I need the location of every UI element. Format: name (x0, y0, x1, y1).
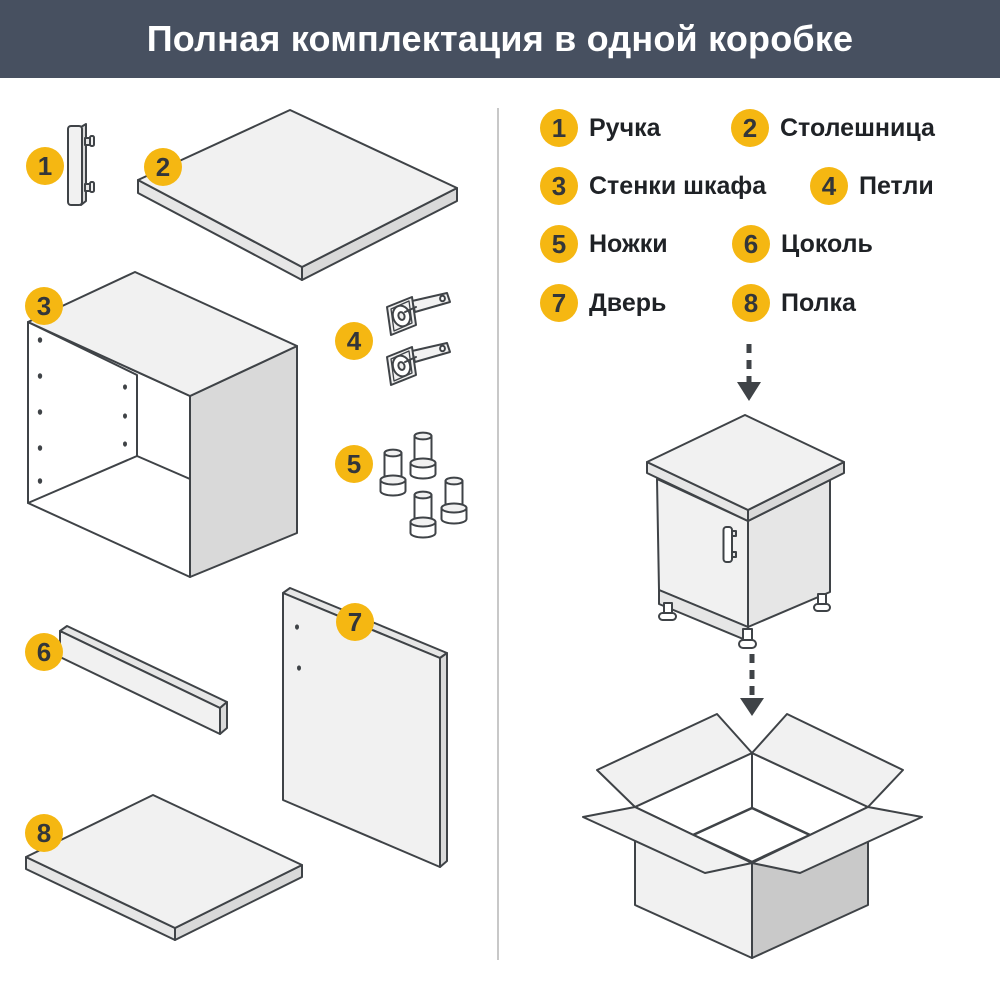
part-badge-5: 5 (335, 445, 373, 483)
legend-item-cabinet-walls: 3 Стенки шкафа (540, 167, 766, 205)
legend-label-plinth: Цоколь (781, 229, 873, 258)
legend-badge-3: 3 (540, 167, 578, 205)
legend-badge-7: 7 (540, 284, 578, 322)
legend-label-cabinet-walls: Стенки шкафа (589, 171, 767, 200)
legend-label-legs: Ножки (589, 229, 668, 258)
legend-item-shelf: 8 Полка (732, 284, 856, 322)
legend-item-countertop: 2 Столешница (731, 109, 935, 147)
legend-badge-5: 5 (540, 225, 578, 263)
legend-label-handle: Ручка (589, 113, 661, 142)
part-badge-4: 4 (335, 322, 373, 360)
assembled-cabinet-drawing (646, 414, 845, 649)
legend-badge-6: 6 (732, 225, 770, 263)
part-badge-7: 7 (336, 603, 374, 641)
legend-item-handle: 1 Ручка (540, 109, 661, 147)
part-door-drawing (282, 587, 448, 868)
legend-item-hinges: 4 Петли (810, 167, 934, 205)
legend-label-hinges: Петли (859, 171, 934, 200)
legend-item-legs: 5 Ножки (540, 225, 668, 263)
part-cabinet-walls-drawing (27, 271, 298, 578)
part-badge-6: 6 (25, 633, 63, 671)
header: Полная комплектация в одной коробке (0, 0, 1000, 78)
legend-label-shelf: Полка (781, 288, 856, 317)
part-legs-drawing (379, 431, 468, 539)
legend-label-door: Дверь (589, 288, 667, 317)
legend-item-door: 7 Дверь (540, 284, 666, 322)
part-shelf-drawing (25, 794, 303, 941)
arrow-down-icon (740, 654, 764, 716)
arrow-down-icon (737, 344, 761, 401)
part-countertop-drawing (137, 109, 458, 281)
part-badge-3: 3 (25, 287, 63, 325)
part-badge-2: 2 (144, 148, 182, 186)
legend-label-countertop: Столешница (780, 113, 935, 142)
page-title: Полная комплектация в одной коробке (146, 18, 854, 59)
legend-item-plinth: 6 Цоколь (732, 225, 873, 263)
divider (497, 108, 499, 960)
legend-badge-4: 4 (810, 167, 848, 205)
part-handle-drawing (67, 123, 95, 206)
part-hinges-drawing (386, 292, 451, 386)
part-badge-8: 8 (25, 814, 63, 852)
legend-badge-2: 2 (731, 109, 769, 147)
part-badge-1: 1 (26, 147, 64, 185)
packing-box-drawing (582, 713, 923, 959)
part-plinth-drawing (59, 625, 228, 735)
legend-badge-1: 1 (540, 109, 578, 147)
legend-badge-8: 8 (732, 284, 770, 322)
